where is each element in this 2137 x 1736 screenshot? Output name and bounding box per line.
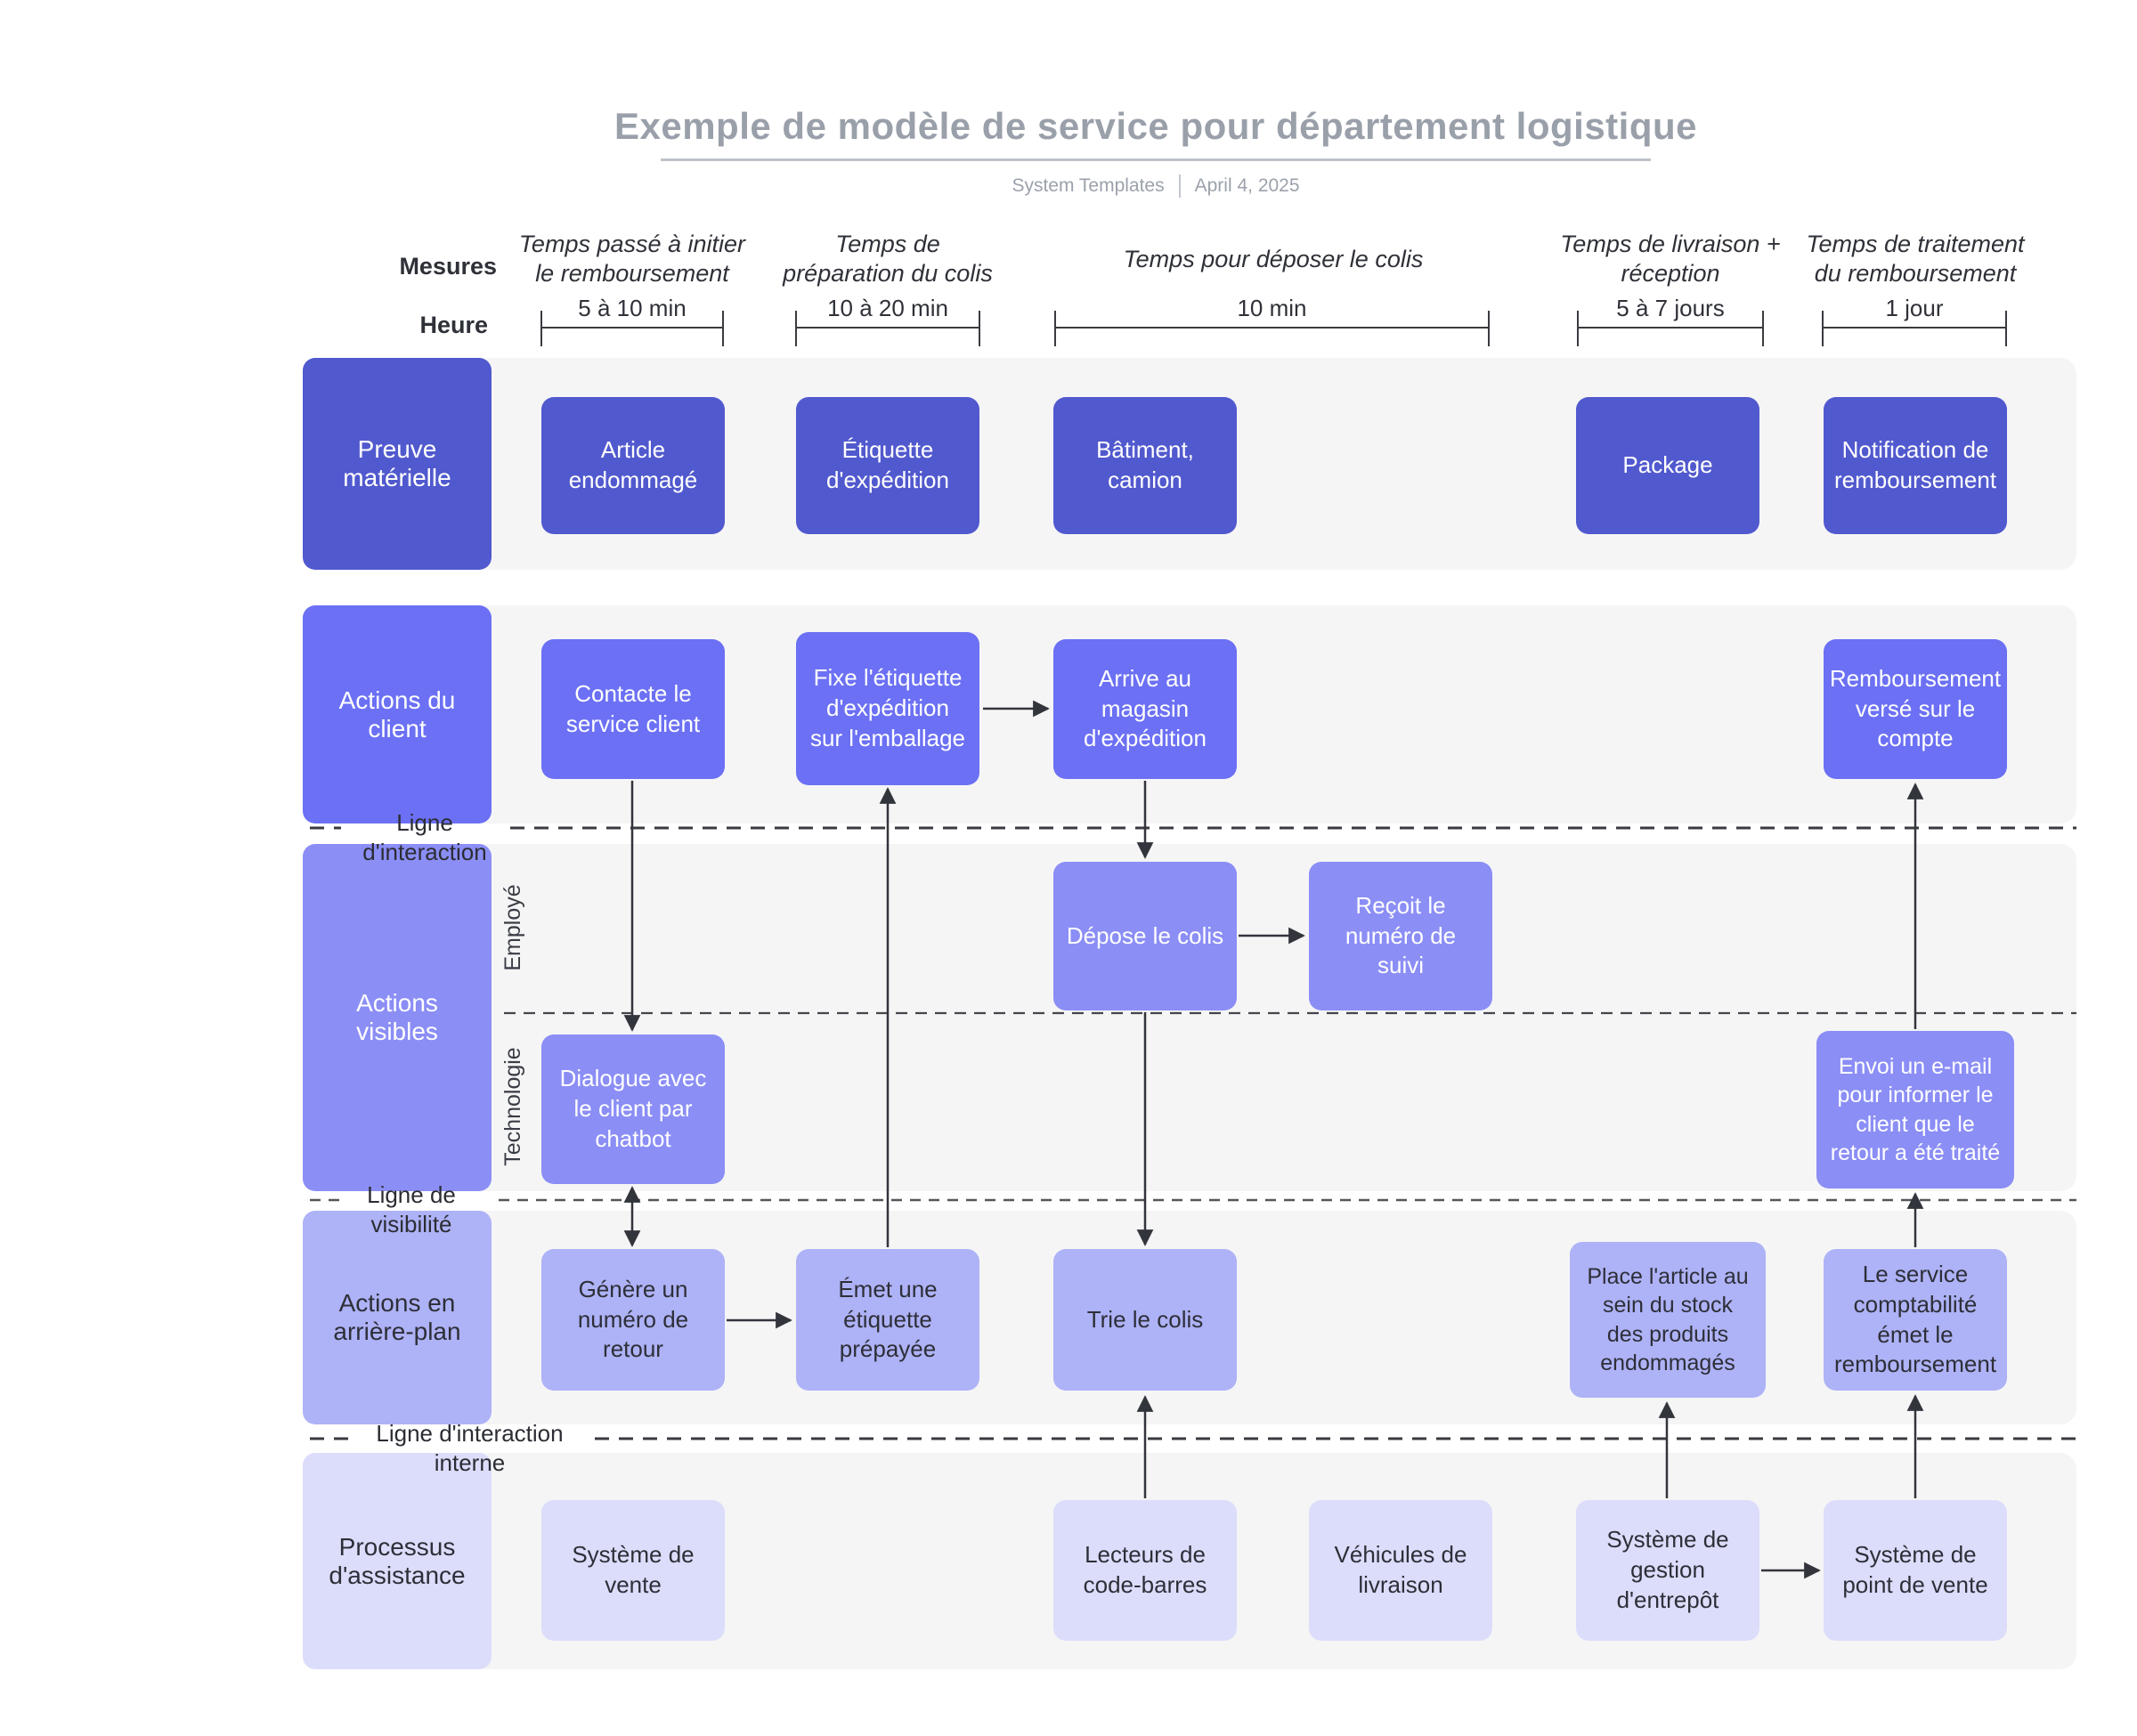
time-bracket-label-1: 5 à 10 min bbox=[578, 295, 687, 321]
node-trie-le-colis[interactable]: Trie le colis bbox=[1053, 1249, 1237, 1391]
title-underline bbox=[661, 158, 1651, 161]
node-notification-remboursement[interactable]: Notification de remboursement bbox=[1824, 397, 2007, 534]
node-place-article-stock[interactable]: Place l'article au sein du stock des pro… bbox=[1570, 1242, 1766, 1398]
node-systeme-point-vente[interactable]: Système de point de vente bbox=[1824, 1500, 2007, 1641]
subtitle-divider bbox=[1178, 174, 1181, 198]
node-dialogue-chatbot[interactable]: Dialogue avec le client par chatbot bbox=[541, 1034, 725, 1184]
time-bracket-label-4: 5 à 7 jours bbox=[1616, 295, 1725, 321]
measure-column-header-2: Temps de préparation du colis bbox=[783, 231, 993, 287]
node-genere-numero-retour[interactable]: Génère un numéro de retour bbox=[541, 1249, 725, 1391]
subtitle-date: April 4, 2025 bbox=[1194, 175, 1300, 196]
measure-column-header-4: Temps de livraison + réception bbox=[1560, 231, 1781, 287]
time-bracket-label-2: 10 à 20 min bbox=[827, 295, 948, 321]
measure-column-header-1: Temps passé à initier le remboursement bbox=[518, 231, 746, 287]
time-bracket-3 bbox=[1054, 311, 1490, 346]
subtitle-source: System Templates bbox=[1012, 175, 1165, 196]
node-lecteurs-code-barres[interactable]: Lecteurs de code-barres bbox=[1053, 1500, 1237, 1641]
lane-label-employe: Employé bbox=[500, 884, 525, 971]
node-service-comptabilite[interactable]: Le service comptabilité émet le rembours… bbox=[1824, 1249, 2007, 1391]
line-of-visibility-label: Ligne de visibilité bbox=[367, 1181, 456, 1237]
time-bracket-4 bbox=[1577, 311, 1764, 346]
node-emet-etiquette-prepayee[interactable]: Émet une étiquette prépayée bbox=[796, 1249, 979, 1391]
row-label-actions-visibles[interactable]: Actions visibles bbox=[303, 844, 492, 1191]
measure-column-header-3: Temps pour déposer le colis bbox=[1123, 245, 1424, 272]
internal-interaction-line-label: Ligne d'interaction interne bbox=[376, 1420, 564, 1476]
line-of-interaction-label: Ligne d'interaction bbox=[362, 809, 487, 865]
time-row-label: Heure bbox=[419, 312, 488, 338]
node-vehicules-livraison[interactable]: Véhicules de livraison bbox=[1309, 1500, 1492, 1641]
node-envoi-email[interactable]: Envoi un e-mail pour informer le client … bbox=[1816, 1031, 2014, 1188]
node-recoit-numero-suivi[interactable]: Reçoit le numéro de suivi bbox=[1309, 862, 1492, 1010]
row-label-processus-assistance[interactable]: Processus d'assistance bbox=[303, 1453, 492, 1669]
time-bracket-label-5: 1 jour bbox=[1885, 295, 1944, 321]
node-depose-le-colis[interactable]: Dépose le colis bbox=[1053, 862, 1237, 1010]
node-remboursement-verse[interactable]: Remboursement versé sur le compte bbox=[1824, 639, 2007, 779]
node-etiquette-expedition[interactable]: Étiquette d'expédition bbox=[796, 397, 979, 534]
time-bracket-5 bbox=[1822, 311, 2007, 346]
node-systeme-gestion-entrepot[interactable]: Système de gestion d'entrepôt bbox=[1576, 1500, 1759, 1641]
lane-label-technologie: Technologie bbox=[500, 1047, 525, 1166]
node-systeme-de-vente[interactable]: Système de vente bbox=[541, 1500, 725, 1641]
node-article-endommage[interactable]: Article endommagé bbox=[541, 397, 725, 534]
row-label-actions-arriere-plan[interactable]: Actions en arrière-plan bbox=[303, 1211, 492, 1424]
page-title: Exemple de modèle de service pour départ… bbox=[613, 105, 1698, 147]
row-label-actions-du-client[interactable]: Actions du client bbox=[303, 605, 492, 823]
node-package[interactable]: Package bbox=[1576, 397, 1759, 534]
measure-column-header-5: Temps de traitement du remboursement bbox=[1806, 231, 2025, 287]
node-contacte-service-client[interactable]: Contacte le service client bbox=[541, 639, 725, 779]
subtitle: System Templates April 4, 2025 bbox=[354, 174, 1957, 198]
time-bracket-label-3: 10 min bbox=[1237, 295, 1307, 321]
time-bracket-1 bbox=[540, 311, 724, 346]
node-arrive-magasin[interactable]: Arrive au magasin d'expédition bbox=[1053, 639, 1237, 779]
row-label-preuve-materielle[interactable]: Preuve matérielle bbox=[303, 358, 492, 570]
node-batiment-camion[interactable]: Bâtiment, camion bbox=[1053, 397, 1237, 534]
node-fixe-etiquette[interactable]: Fixe l'étiquette d'expédition sur l'emba… bbox=[796, 632, 979, 785]
measures-row-label: Mesures bbox=[399, 253, 497, 280]
time-bracket-2 bbox=[795, 311, 980, 346]
